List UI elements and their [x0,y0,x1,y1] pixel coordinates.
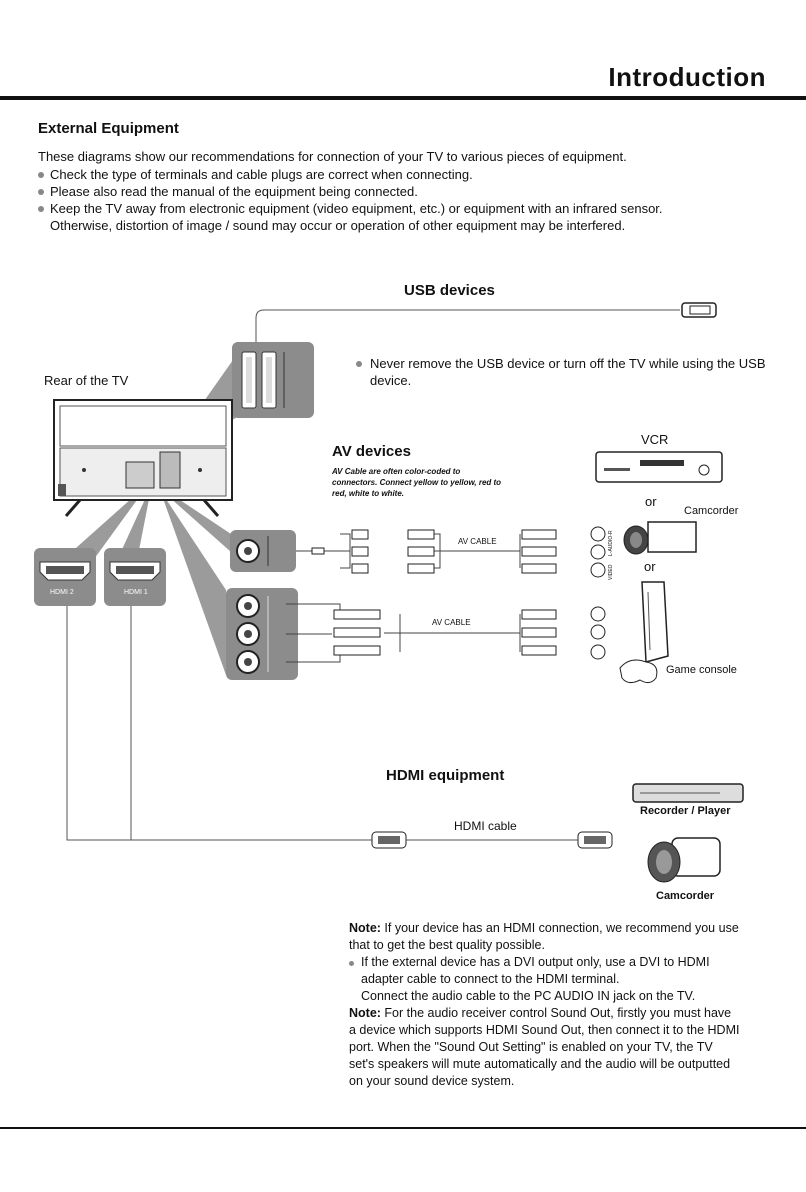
av-color-note: AV Cable are often color-coded to connec… [332,467,502,498]
av-cable-label: AV CABLE [458,537,497,546]
usb-devices-title: USB devices [404,282,495,299]
bullet-item: Please also read the manual of the equip… [38,183,798,200]
recorder-player-label: Recorder / Player [640,805,731,817]
header-rule [0,96,806,100]
camcorder-icon [623,521,697,555]
game-console-label: Game console [666,664,737,676]
hdmi1-port-inset [104,548,166,606]
game-console-icon [619,581,669,684]
bullet-item: Check the type of terminals and cable pl… [38,166,798,183]
device-jacks-lower [590,606,606,660]
device-jacks-upper [590,526,606,578]
jack-label-video: VIDEO [608,564,614,580]
or-label: or [645,494,657,509]
bullet-continuation: Otherwise, distortion of image / sound m… [50,218,626,233]
av-cable-lower [286,603,521,663]
jack-label-audio: L-AUDIO-R [608,530,614,556]
av-devices-title: AV devices [332,443,411,460]
hdmi2-label: HDMI 2 [50,589,74,596]
recorder-player-icon [632,783,744,803]
av-cable-upper [296,533,521,569]
bullet-list: Check the type of terminals and cable pl… [38,166,798,234]
page-title: Introduction [608,62,766,92]
connector-callout-wedges [40,350,250,675]
vcr-icon [595,451,723,483]
rca-plugs-upper [311,529,557,574]
or-label: or [644,559,656,574]
hdmi-cable-label: HDMI cable [454,819,517,833]
usb-ports-inset [232,342,314,418]
section-title: External Equipment [38,120,179,137]
hdmi-plug-left-icon [371,831,407,849]
av-jacks-inset [226,588,298,680]
footer-rule [0,1127,806,1129]
note-bullet-cont: Connect the audio cable to the PC AUDIO … [361,989,696,1003]
tv-rear-icon [53,399,233,517]
rear-tv-label: Rear of the TV [44,373,129,388]
vcr-label: VCR [641,432,669,447]
intro-text: These diagrams show our recommendations … [38,149,627,164]
note-word: Note: [349,921,381,935]
note-bullet: If the external device has a DVI output … [349,954,741,988]
camcorder-bold-label: Camcorder [656,890,715,902]
hdmi-equipment-title: HDMI equipment [386,767,505,784]
camcorder-large-icon [647,837,721,883]
bullet-item: Keep the TV away from electronic equipme… [38,200,798,217]
usb-note: Never remove the USB device or turn off … [354,355,770,389]
audio-jack-inset [230,530,296,572]
rca-plugs-lower [333,609,557,656]
hdmi-plug-right-icon [577,831,613,849]
hdmi1-label: HDMI 1 [124,589,148,596]
note-text: If your device has an HDMI connection, w… [349,921,739,952]
note-word: Note: [349,1006,381,1020]
av-cable-label: AV CABLE [432,618,471,627]
note-text: For the audio receiver control Sound Out… [349,1006,740,1088]
camcorder-label: Camcorder [684,505,739,517]
hdmi-wires [66,606,578,841]
notes-block: Note: If your device has an HDMI connect… [349,920,741,1090]
usb-cable [255,309,680,345]
usb-plug-icon [681,302,717,318]
hdmi2-port-inset [34,548,96,606]
